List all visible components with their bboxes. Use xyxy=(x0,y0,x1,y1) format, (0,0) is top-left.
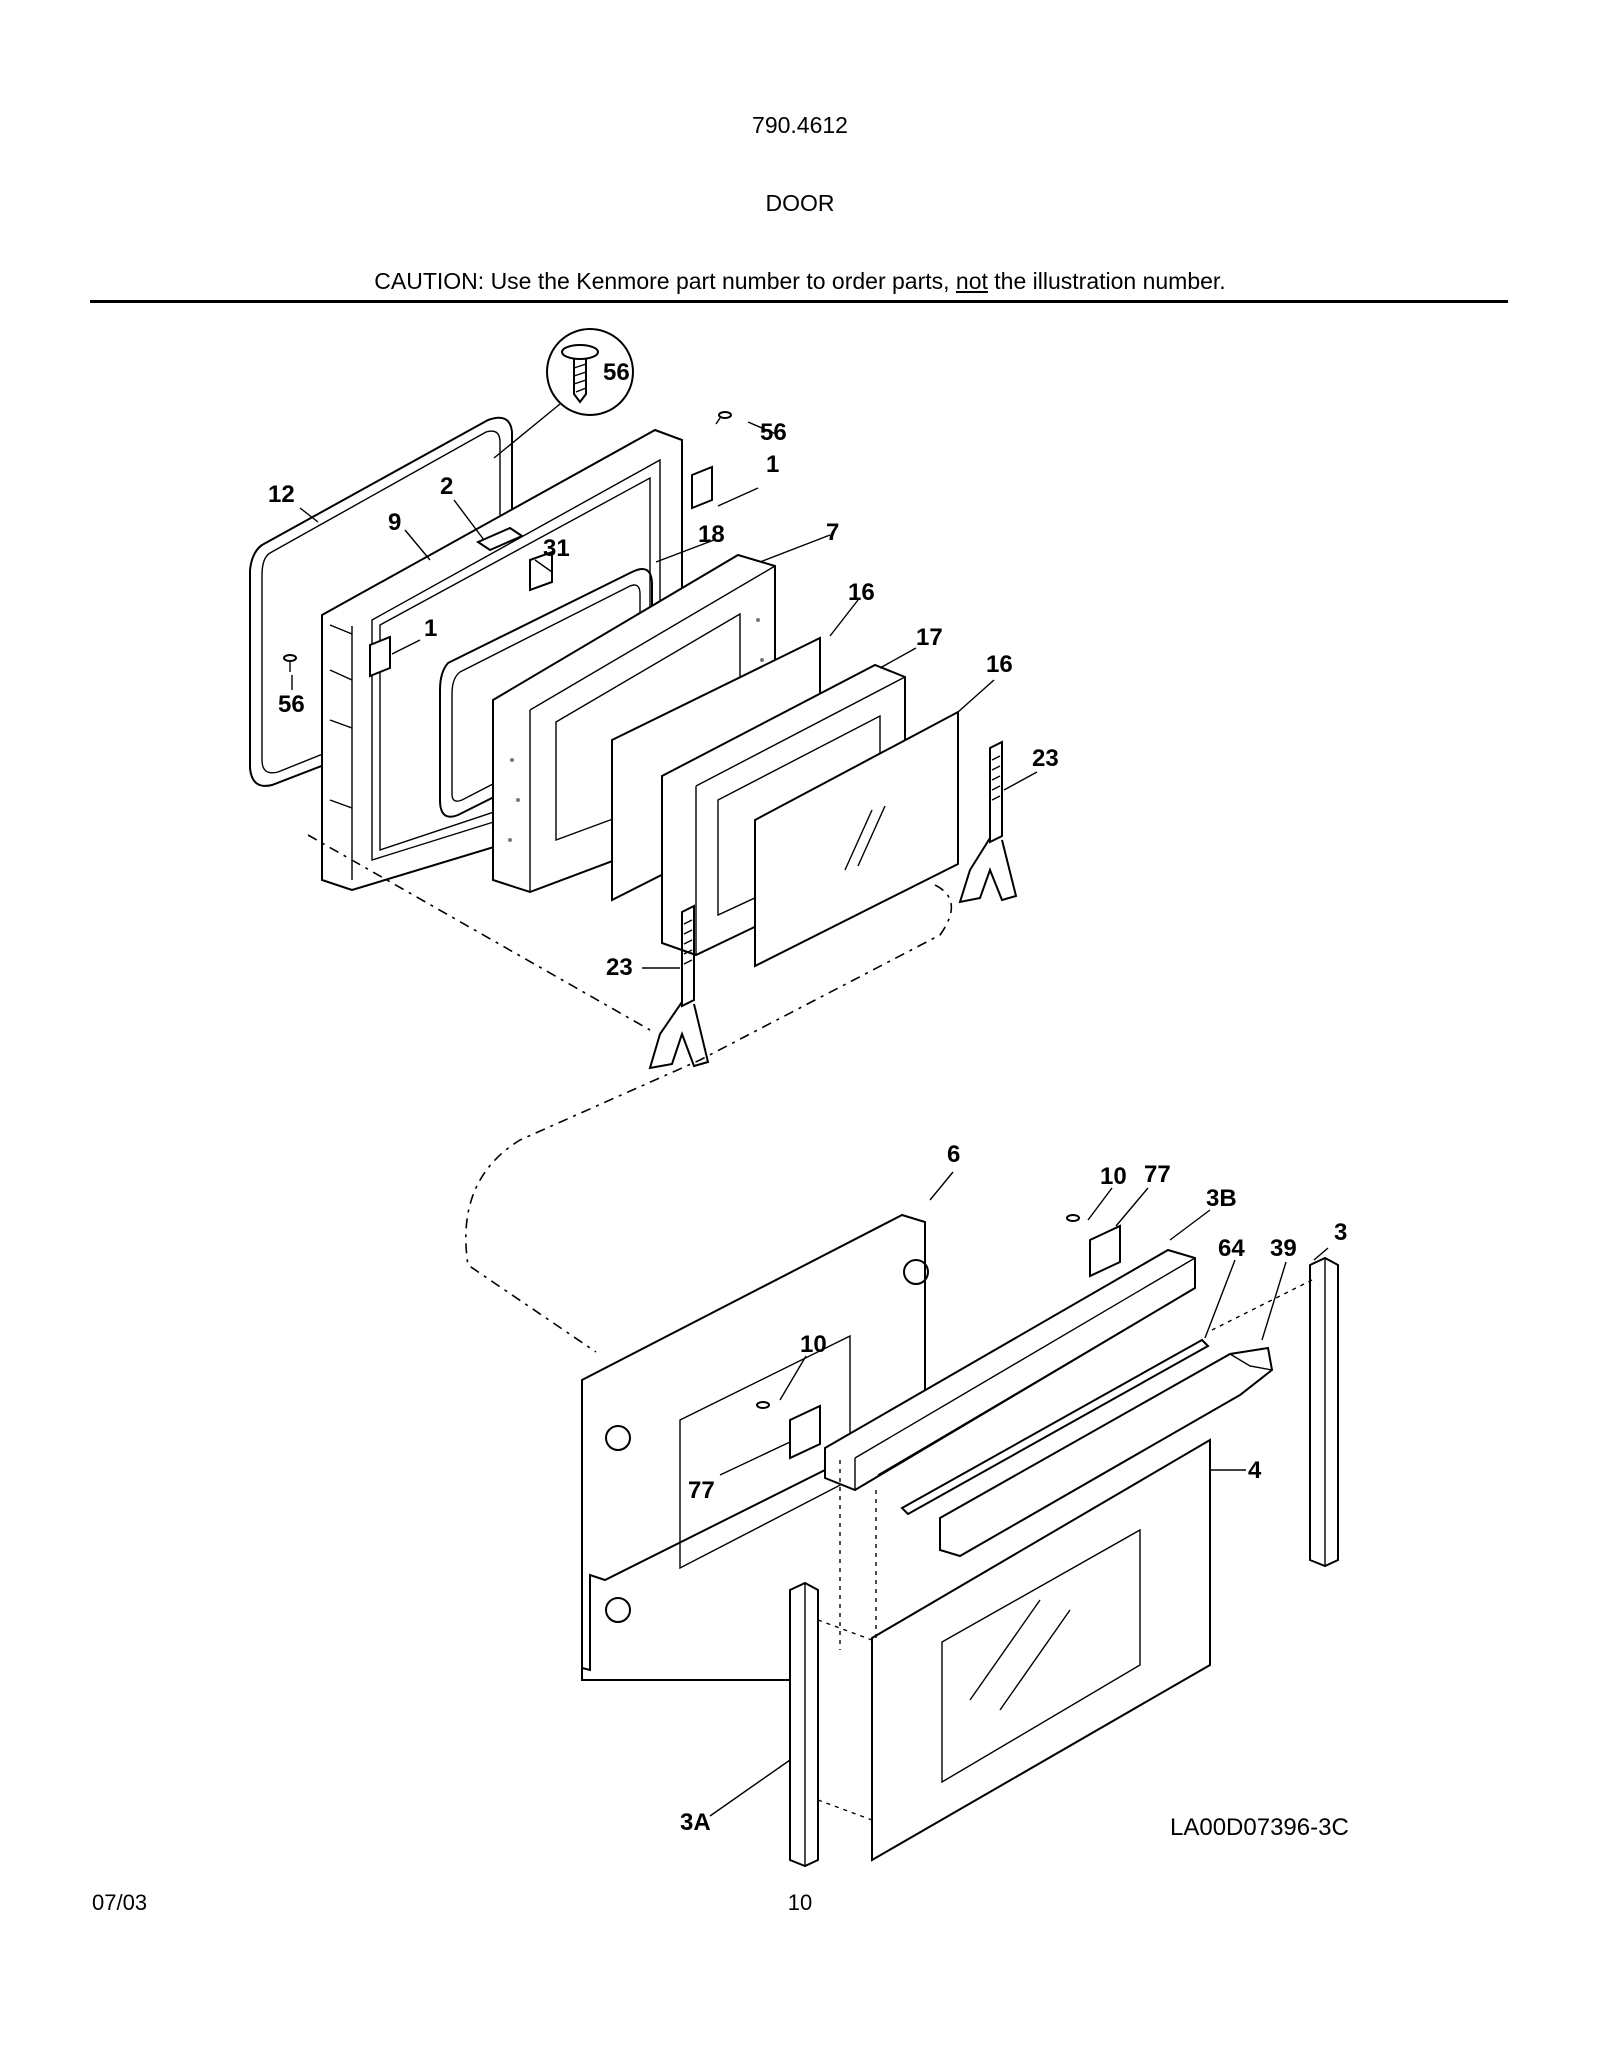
caution-text-start: CAUTION: Use the Kenmore part number to … xyxy=(374,268,956,294)
bracket-top xyxy=(691,465,713,510)
section-title: DOOR xyxy=(765,190,835,216)
footer-date: 07/03 xyxy=(92,1890,148,1915)
callout-16-b: 16 xyxy=(986,651,1013,678)
callout-31: 31 xyxy=(543,535,570,562)
callout-1-left: 1 xyxy=(424,615,437,642)
screw-detail-circle xyxy=(493,328,634,459)
callout-18: 18 xyxy=(698,521,725,548)
alignment-path-left xyxy=(307,834,651,1031)
callout-56-left: 56 xyxy=(278,691,305,718)
callout-77-left: 77 xyxy=(688,1477,715,1504)
caution-note: CAUTION: Use the Kenmore part number to … xyxy=(0,268,1600,295)
callout-3B: 3B xyxy=(1206,1185,1237,1212)
caution-text-end: the illustration number. xyxy=(987,268,1226,294)
alignment-path-lower xyxy=(465,884,953,1353)
drawing-code: LA00D07396-3C xyxy=(1170,1814,1349,1841)
callout-64: 64 xyxy=(1218,1235,1245,1262)
callout-17: 17 xyxy=(916,624,943,651)
callout-12: 12 xyxy=(268,481,295,508)
callout-4: 4 xyxy=(1248,1457,1262,1484)
latch-plate xyxy=(475,526,525,552)
callout-3A: 3A xyxy=(680,1809,711,1836)
latch-bracket xyxy=(529,550,553,592)
side-trim-right xyxy=(1309,1256,1339,1568)
caution-emphasis: not xyxy=(955,268,988,294)
callout-23-left: 23 xyxy=(606,954,633,981)
header-rule xyxy=(90,300,1508,303)
bracket-left xyxy=(369,635,391,678)
callout-56-top: 56 xyxy=(760,419,787,446)
outer-glass xyxy=(754,710,959,968)
hinge-receiver-left xyxy=(756,1401,821,1460)
door-handle xyxy=(939,1346,1274,1558)
lower-leaders xyxy=(709,1171,1329,1817)
outer-door-glass xyxy=(871,1438,1211,1862)
guide-lines xyxy=(817,1279,1313,1821)
callout-16-a: 16 xyxy=(848,579,875,606)
callout-2: 2 xyxy=(440,473,453,500)
callout-77-top: 77 xyxy=(1144,1161,1171,1188)
callout-10-top: 10 xyxy=(1100,1163,1127,1190)
callout-1-top: 1 xyxy=(766,451,779,478)
side-trim-left xyxy=(789,1581,819,1868)
callout-9: 9 xyxy=(388,509,401,536)
screw-top xyxy=(715,411,732,425)
callout-6: 6 xyxy=(947,1141,960,1168)
screw-left xyxy=(283,654,297,672)
page-number: 10 xyxy=(787,1890,813,1915)
callout-23-right: 23 xyxy=(1032,745,1059,772)
callout-3: 3 xyxy=(1334,1219,1347,1246)
hinge-left xyxy=(648,904,710,1070)
hinge-receiver-top xyxy=(1066,1214,1121,1278)
model-number: 790.4612 xyxy=(752,112,848,138)
top-trim xyxy=(824,1248,1196,1492)
upper-leaders xyxy=(291,421,1038,969)
handle-gasket xyxy=(900,1338,1210,1516)
callout-7: 7 xyxy=(826,519,839,546)
callout-10-mid: 10 xyxy=(800,1331,827,1358)
hinge-right xyxy=(958,740,1018,904)
callout-56-zoom: 56 xyxy=(603,359,630,386)
callout-39: 39 xyxy=(1270,1235,1297,1262)
